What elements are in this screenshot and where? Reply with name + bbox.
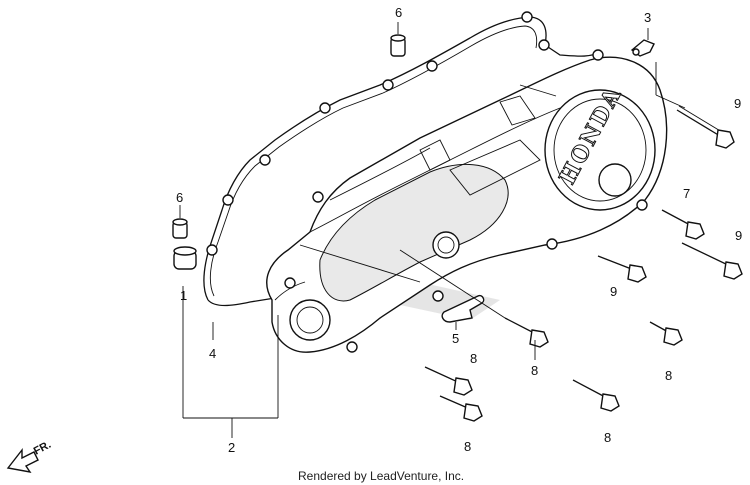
stay-bracket-part-5 bbox=[441, 294, 485, 323]
bolt-7 bbox=[661, 209, 705, 240]
dowel-pin-lower bbox=[172, 218, 188, 239]
callout-9-center: 9 bbox=[610, 284, 617, 299]
callout-9-upper-right: 9 bbox=[734, 96, 741, 111]
left-crankcase-cover: HONDA bbox=[266, 49, 668, 353]
bolt-lower-8 bbox=[572, 379, 620, 412]
bolt-middle-8 bbox=[504, 317, 549, 348]
clamp-clip-part-3 bbox=[630, 39, 655, 57]
fr-label: FR. bbox=[32, 439, 53, 458]
bolt-upper-right-9 bbox=[676, 105, 735, 149]
callout-7: 7 bbox=[683, 186, 690, 201]
bolt-right-8 bbox=[649, 321, 683, 346]
callout-8-lower-left-a: 8 bbox=[470, 351, 477, 366]
bolt-right-9 bbox=[681, 242, 743, 280]
bolt-lower-left-8a bbox=[424, 366, 473, 396]
gasket-inner-outline bbox=[209, 25, 538, 297]
callout-8-middle: 8 bbox=[531, 363, 538, 378]
bolt-lower-left-8b bbox=[439, 395, 483, 422]
callout-8-lower: 8 bbox=[604, 430, 611, 445]
gasket-bolt-tabs bbox=[206, 11, 550, 256]
gasket-lower-edge bbox=[207, 297, 276, 307]
callout-2: 2 bbox=[228, 440, 235, 455]
callout-6-upper: 6 bbox=[395, 5, 402, 20]
leader-lines bbox=[179, 22, 686, 438]
callout-3: 3 bbox=[644, 10, 651, 25]
callout-5: 5 bbox=[452, 331, 459, 346]
callout-6-lower: 6 bbox=[176, 190, 183, 205]
collar-part-1 bbox=[173, 246, 197, 270]
callout-9-right: 9 bbox=[735, 228, 742, 243]
dowel-pin-upper bbox=[390, 34, 406, 57]
callout-1: 1 bbox=[180, 288, 187, 303]
front-direction-arrow: FR. bbox=[6, 439, 53, 473]
render-credit: Rendered by LeadVenture, Inc. bbox=[298, 469, 464, 483]
callout-4: 4 bbox=[209, 346, 216, 361]
callout-8-lower-left-b: 8 bbox=[464, 439, 471, 454]
bolt-center-9 bbox=[597, 255, 647, 283]
callout-8-right: 8 bbox=[665, 368, 672, 383]
